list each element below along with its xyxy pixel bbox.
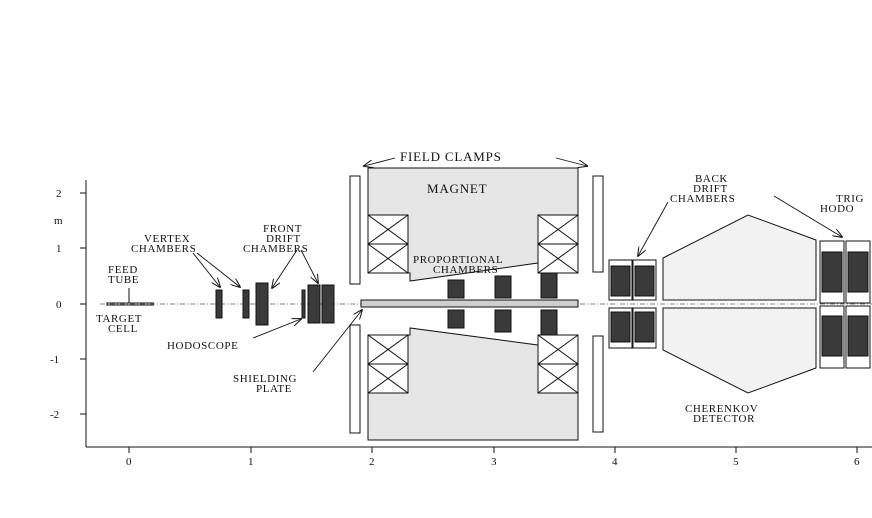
axes xyxy=(80,180,872,453)
x-tick-label: 1 xyxy=(248,456,254,468)
front-drift-chamber xyxy=(301,289,306,319)
x-tick-label: 0 xyxy=(126,456,132,468)
label-front-drift: DRIFT xyxy=(266,233,301,245)
label-vertex-chambers: CHAMBERS xyxy=(131,243,196,255)
proportional-chambers xyxy=(447,272,558,336)
label-front-chambers: CHAMBERS xyxy=(243,243,308,255)
vertex-chamber xyxy=(215,289,223,319)
field-clamp xyxy=(349,324,361,434)
label-trig: TRIG xyxy=(836,193,864,205)
label-back-chambers: CHAMBERS xyxy=(670,193,735,205)
y-tick-label: -1 xyxy=(50,354,59,366)
label-magnet: MAGNET xyxy=(427,181,487,196)
magnet-upper xyxy=(367,167,579,282)
label-field-clamps: FIELD CLAMPS xyxy=(400,149,502,164)
label-tube: TUBE xyxy=(108,274,139,286)
x-tick-label: 3 xyxy=(491,456,497,468)
cherenkov-detector xyxy=(662,214,817,394)
front-drift-chamber xyxy=(255,282,269,326)
y-tick-label: -2 xyxy=(50,409,59,421)
front-drift-chamber xyxy=(321,284,335,324)
y-tick-label: 0 xyxy=(56,299,62,311)
label-cell: CELL xyxy=(108,323,138,335)
y-tick-label: 1 xyxy=(56,243,62,255)
label-hodoscope: HODOSCOPE xyxy=(167,340,238,352)
y-tick-label: 2 xyxy=(56,188,62,200)
label-proportional: PROPORTIONAL xyxy=(413,254,503,266)
trigger-hodoscope xyxy=(819,240,871,369)
label-hodo: HODO xyxy=(820,203,854,215)
field-clamp xyxy=(592,335,604,433)
vertex-chamber xyxy=(242,289,250,319)
label-cherenkov: CHERENKOV xyxy=(685,403,758,415)
magnet-lower xyxy=(367,327,579,441)
label-proportional-chambers: CHAMBERS xyxy=(433,264,498,276)
target-cell xyxy=(106,288,154,306)
label-front: FRONT xyxy=(263,223,302,235)
label-feed: FEED xyxy=(108,264,138,276)
x-tick-label: 6 xyxy=(854,456,860,468)
front-drift-chamber xyxy=(307,284,321,324)
x-tick-label: 4 xyxy=(612,456,618,468)
x-tick-label: 2 xyxy=(369,456,375,468)
shielding-plate xyxy=(360,299,579,308)
back-drift-chambers xyxy=(608,259,657,349)
pointer-lines xyxy=(192,157,842,373)
field-clamp xyxy=(349,175,361,285)
label-back: BACK xyxy=(695,173,728,185)
x-tick-label: 5 xyxy=(733,456,739,468)
y-unit-label: m xyxy=(54,215,63,227)
label-detector: DETECTOR xyxy=(693,413,755,425)
label-plate: PLATE xyxy=(256,383,292,395)
label-vertex: VERTEX xyxy=(144,233,190,245)
label-target: TARGET xyxy=(96,313,142,325)
label-shielding: SHIELDING xyxy=(233,373,297,385)
label-back-drift: DRIFT xyxy=(693,183,728,195)
field-clamp xyxy=(592,175,604,273)
